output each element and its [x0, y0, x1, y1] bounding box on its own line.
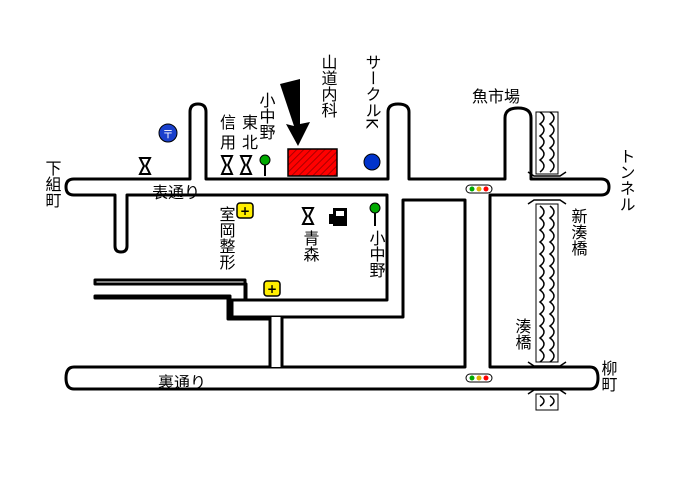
label-minatobashi: 湊橋	[513, 318, 532, 351]
gas-station-icon[interactable]	[329, 208, 347, 226]
omote-dori-road	[64, 102, 611, 391]
label-shimo-kumicho: 下組町	[43, 160, 62, 208]
traffic-light-icon-north	[465, 184, 493, 194]
svg-text:+: +	[240, 204, 250, 218]
label-yanagimachi: 柳町	[599, 360, 618, 392]
building-icon-aomori	[301, 207, 315, 225]
building-icon-tohoku-1	[220, 155, 234, 175]
bank-icon-south[interactable]: +	[263, 280, 281, 297]
label-murooka-seikei: 室岡整形	[217, 206, 236, 270]
label-aomori: 青森	[301, 230, 320, 262]
traffic-light-icon-south	[465, 373, 493, 383]
building-icon-left	[138, 157, 152, 175]
label-tohoku-shinyo: 東北信用	[220, 113, 258, 152]
label-tunnel: トンネル	[617, 148, 636, 212]
label-konakano-top: 小中野	[257, 92, 276, 140]
label-clinic: 山道内科	[319, 54, 338, 118]
label-ura-dori: 裏通り	[158, 373, 206, 392]
river-hatch	[535, 111, 559, 411]
south-spur-mask	[270, 317, 282, 367]
svg-text:+: +	[267, 282, 277, 296]
bank-icon-murooka[interactable]: +	[236, 202, 254, 219]
bridge-marks	[527, 171, 567, 395]
svg-text:〒: 〒	[163, 128, 174, 141]
tree-icon-mid	[369, 202, 381, 226]
label-shin-minatobashi: 新湊橋	[569, 208, 588, 257]
tree-icon-top	[259, 154, 271, 176]
label-konakano-mid: 小中野	[367, 230, 386, 278]
label-uoichiba: 魚市場	[472, 87, 520, 106]
label-circle-k: サークルK	[363, 54, 382, 129]
arrow-to-clinic-icon	[280, 79, 310, 146]
building-icon-tohoku-2	[239, 155, 253, 175]
label-omote-dori: 表通り	[152, 183, 200, 202]
post-office-icon[interactable]: 〒	[158, 123, 178, 143]
clinic-building[interactable]	[287, 148, 338, 177]
circle-k-dot-icon[interactable]	[363, 153, 381, 171]
